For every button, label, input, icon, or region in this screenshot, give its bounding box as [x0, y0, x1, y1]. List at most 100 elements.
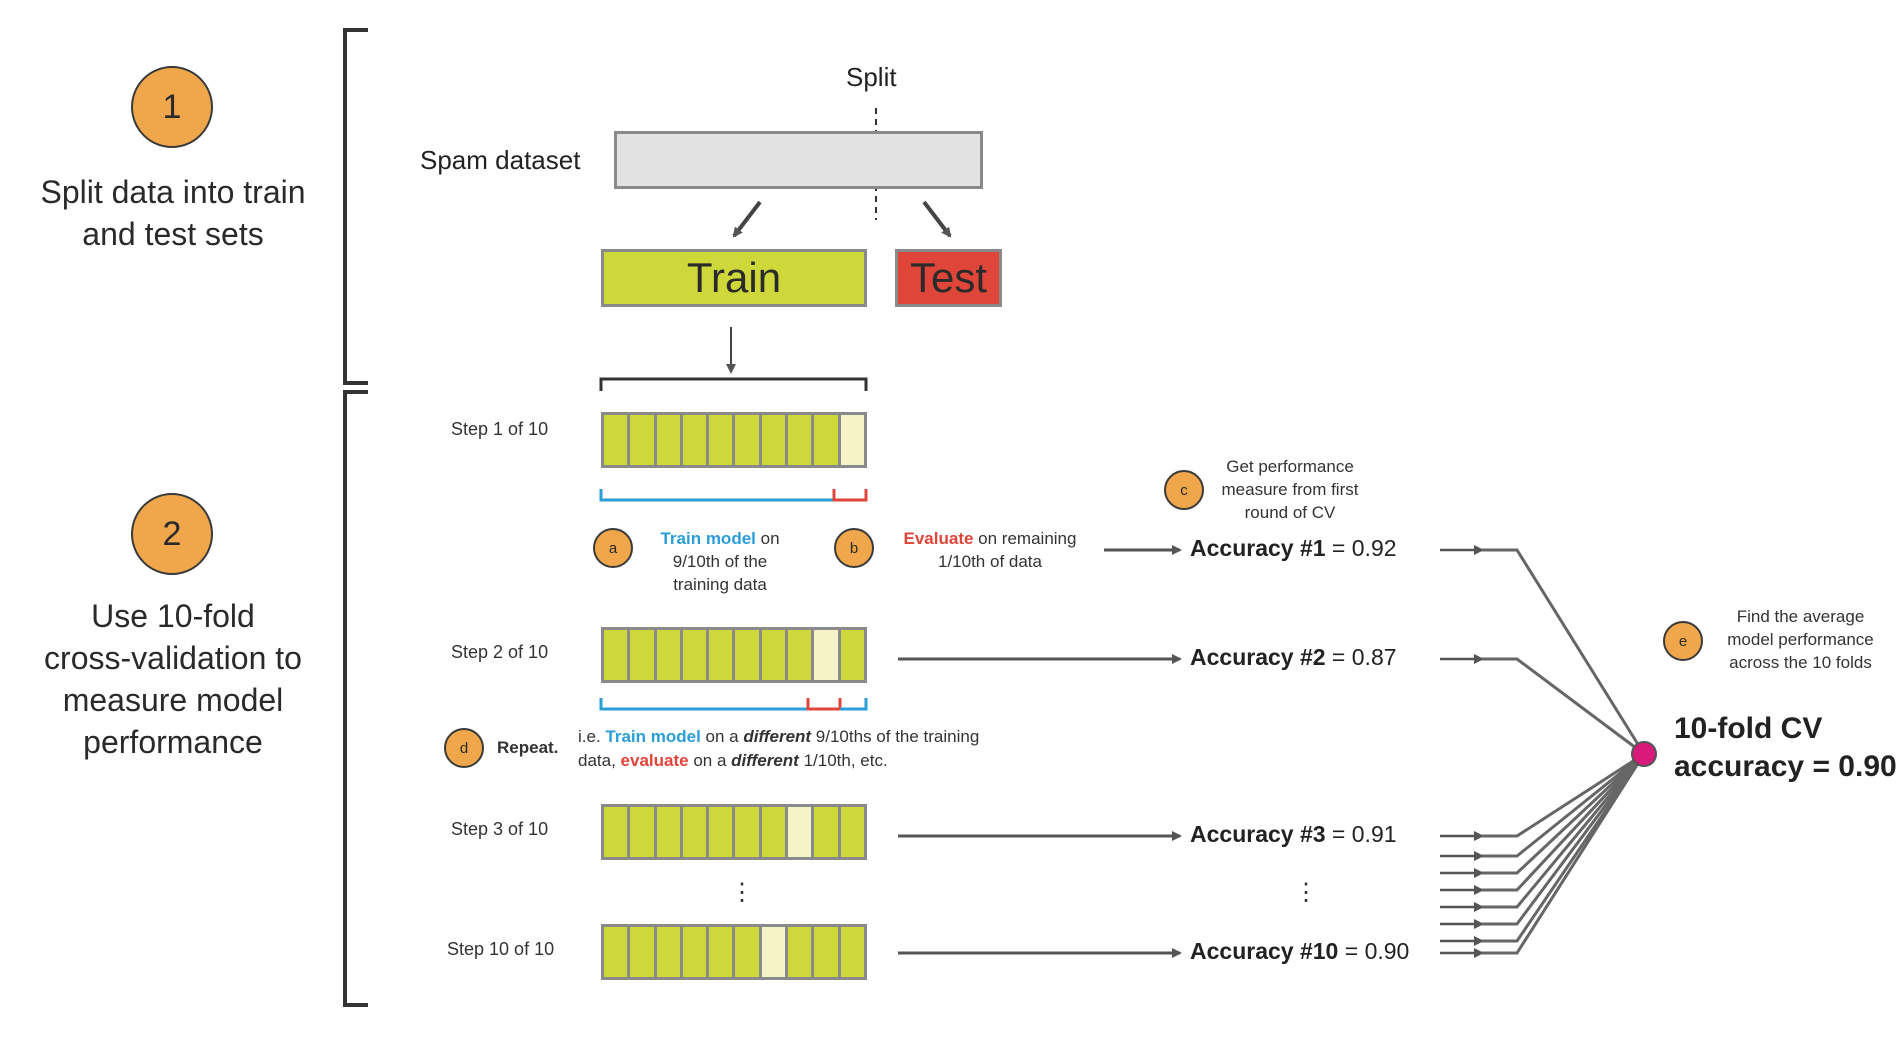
fold-cell: [709, 415, 733, 465]
fold-bar: [601, 627, 867, 683]
accuracy-label: Accuracy #2 = 0.87: [1190, 644, 1397, 671]
dataset-label: Spam dataset: [420, 145, 581, 175]
accuracy-eq: =: [1325, 535, 1352, 561]
fold-cell: [761, 630, 786, 680]
accuracies-ellipsis: ⋮: [1294, 879, 1318, 906]
note-d-text: i.e. Train model on a different 9/10ths …: [578, 725, 979, 773]
section2-title-line: performance: [83, 724, 263, 760]
fold-result-connector: [1482, 752, 1645, 838]
section1-bracket: [343, 28, 368, 385]
fold-cell: [604, 630, 628, 680]
section2-bracket: [343, 390, 368, 1007]
fold-cell-heldout: [840, 415, 864, 465]
fold-cell: [761, 807, 786, 857]
note-d-part: 9/10ths of the training: [811, 727, 980, 746]
fold-cell: [604, 927, 628, 977]
steps-ellipsis: ⋮: [730, 879, 754, 906]
marker-b: b: [834, 528, 874, 568]
result-text: 10-fold CV accuracy = 0.90: [1674, 710, 1896, 786]
fold-cell: [788, 415, 812, 465]
note-e-line: across the 10 folds: [1729, 653, 1872, 672]
step1-eval-bracket: [832, 489, 868, 502]
note-b-text: Evaluate on remaining 1/10th of data: [890, 527, 1090, 573]
marker-e-label: e: [1678, 632, 1688, 650]
arrow-to-test: [922, 200, 952, 238]
step2-eval-bracket: [806, 698, 842, 711]
accuracy-value: 0.87: [1351, 644, 1397, 670]
note-d-evaluate-highlight: evaluate: [620, 751, 689, 770]
note-d-part: on a: [700, 727, 744, 746]
accuracy-name: Accuracy #2: [1190, 644, 1326, 670]
fold-cell: [656, 807, 680, 857]
accuracy-label: Accuracy #3 = 0.91: [1190, 821, 1397, 848]
note-e-line: Find the average: [1736, 607, 1865, 626]
section2-title: Use 10-fold cross-validation to measure …: [20, 595, 326, 763]
note-a-line: 9/10th of the: [672, 552, 768, 571]
note-d-emphasis: different: [731, 751, 799, 770]
marker-c-label: c: [1180, 481, 1188, 499]
fold-cell: [814, 807, 838, 857]
accuracy-value: 0.92: [1351, 535, 1397, 561]
folds-bracket: [599, 377, 868, 391]
fold-cell: [840, 630, 864, 680]
fold-cell: [630, 927, 654, 977]
fold-cell: [840, 807, 864, 857]
accuracy-label: Accuracy #1 = 0.92: [1190, 535, 1397, 562]
section2-title-line: cross-validation to: [44, 640, 302, 676]
fold-cell: [735, 630, 759, 680]
fold-cell: [682, 807, 707, 857]
note-d-train-highlight: Train model: [605, 727, 701, 746]
accuracy-eq: =: [1325, 821, 1352, 847]
step-label: Step 1 of 10: [451, 419, 549, 439]
section1-number-badge: 1: [131, 66, 213, 148]
note-a-text: Train model on 9/10th of the training da…: [640, 527, 800, 596]
marker-a-label: a: [608, 539, 618, 557]
result-line: accuracy = 0.90: [1674, 750, 1896, 783]
fold-cell: [682, 630, 707, 680]
fold-result-connector: [1482, 752, 1646, 875]
accuracy-eq: =: [1338, 938, 1365, 964]
split-label: Split: [846, 62, 897, 92]
note-a-rest: on: [755, 529, 780, 548]
train-label: Train: [686, 254, 782, 301]
fold-cell: [735, 927, 759, 977]
note-d-part: i.e.: [578, 727, 606, 746]
marker-d: d: [444, 728, 484, 768]
fold-cell: [735, 415, 759, 465]
marker-c: c: [1164, 470, 1204, 510]
note-c-line: Get performance: [1226, 457, 1354, 476]
fold-cell: [709, 630, 733, 680]
note-c-line: round of CV: [1244, 503, 1336, 522]
note-c-text: Get performance measure from first round…: [1205, 455, 1375, 524]
section1-number: 1: [162, 87, 182, 126]
fold-cell: [709, 927, 733, 977]
step2-train-bracket-left: [599, 698, 808, 711]
test-set-box: Test: [895, 249, 1002, 307]
fold-result-connector: [1482, 753, 1646, 955]
fold-cell-heldout: [814, 630, 838, 680]
fold-cell: [814, 415, 838, 465]
section1-title-line: Split data into train: [40, 174, 306, 210]
accuracy-name: Accuracy #10: [1190, 938, 1339, 964]
fold-cell: [630, 807, 654, 857]
note-d-part: 1/10th, etc.: [798, 751, 888, 770]
marker-e: e: [1663, 621, 1703, 661]
step-label: Step 3 of 10: [451, 819, 549, 839]
fold-cell: [604, 415, 628, 465]
step1-train-bracket: [599, 489, 836, 502]
fold-cell: [682, 927, 707, 977]
marker-b-label: b: [849, 539, 859, 557]
fold-result-connector: [1482, 752, 1645, 858]
fold-cell: [814, 927, 838, 977]
test-label: Test: [909, 254, 988, 301]
fold-result-connector: [1482, 752, 1646, 892]
section2-title-line: measure model: [62, 682, 284, 718]
step-label: Step 2 of 10: [451, 642, 549, 662]
fold-cell: [656, 630, 680, 680]
accuracy-label: Accuracy #10 = 0.90: [1190, 938, 1409, 965]
section1-title: Split data into train and test sets: [20, 171, 326, 255]
fold-result-connector: [1482, 753, 1646, 926]
fold-cell: [630, 630, 654, 680]
